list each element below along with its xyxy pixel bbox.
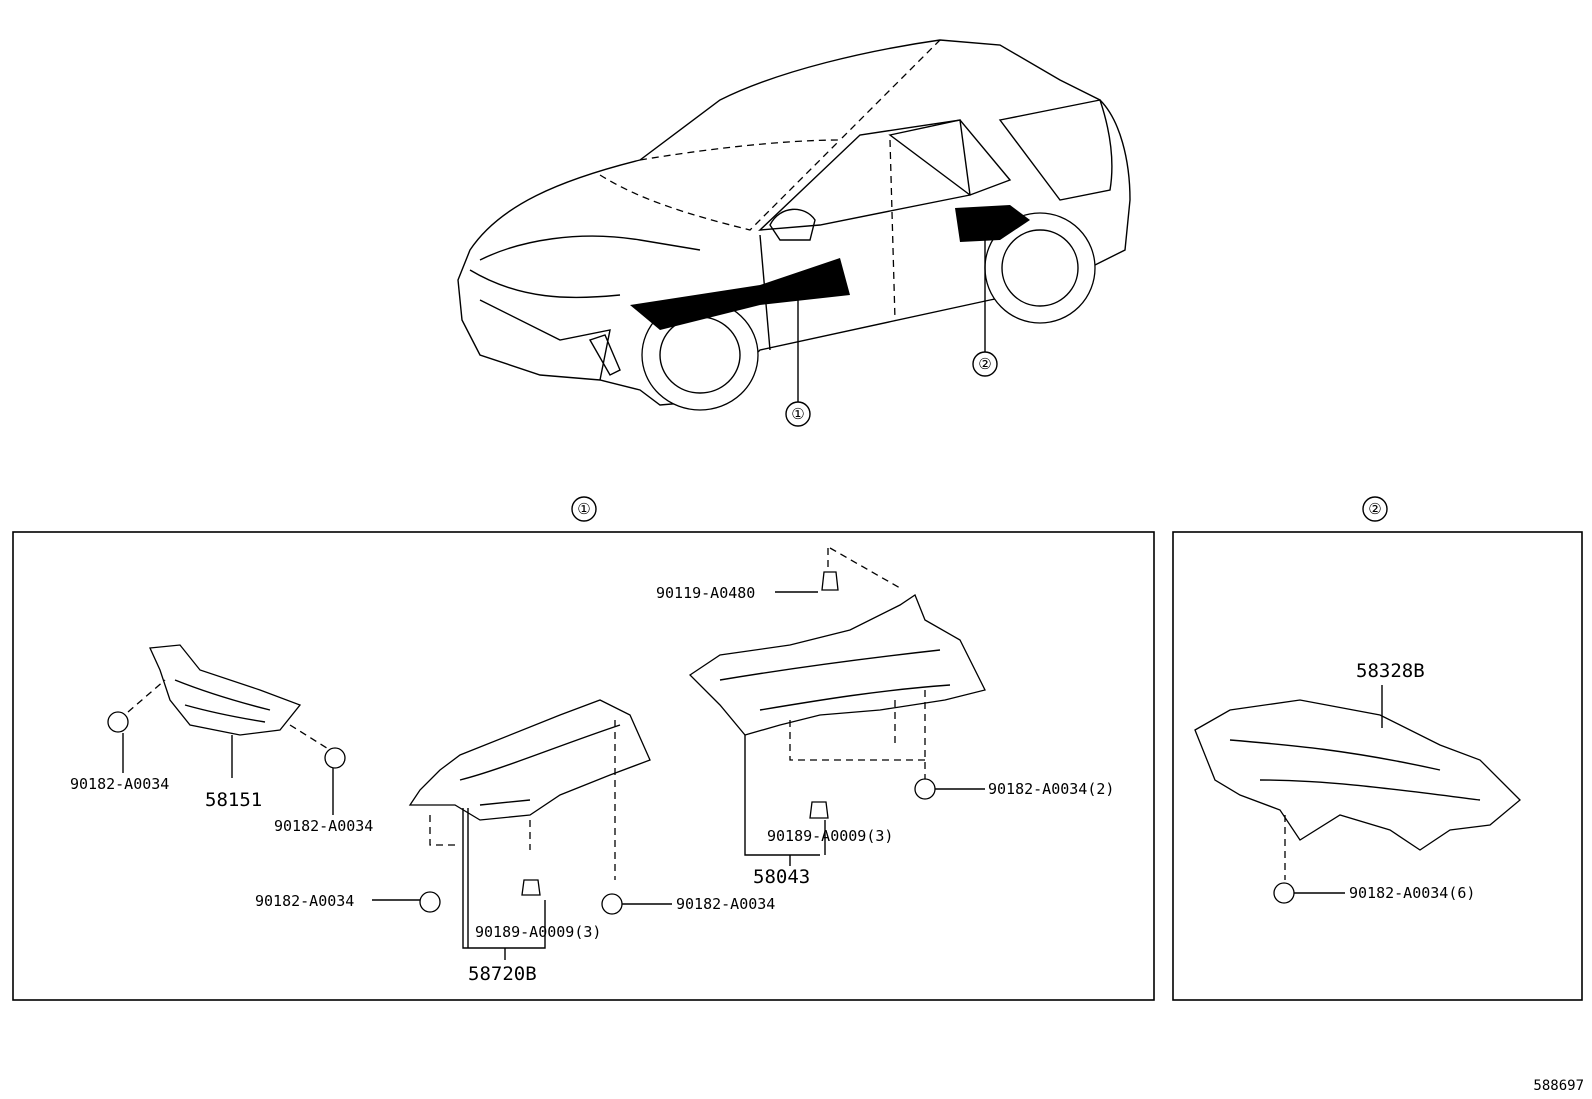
clip-58720B-mid-icon xyxy=(521,879,541,896)
vehicle-rear-window xyxy=(888,119,1012,196)
dash-58151-right xyxy=(289,724,331,751)
part-58328B-group: 58328B 90182-A0034(6) xyxy=(1194,660,1521,904)
vehicle-foglight xyxy=(588,334,621,376)
part-58043-shape xyxy=(688,594,986,736)
vehicle-rear-wheel-rim xyxy=(1001,229,1079,307)
vehicle-bumper xyxy=(479,299,611,381)
vehicle-overview: ① ② xyxy=(457,39,1131,427)
panel-1-marker-circle xyxy=(571,496,597,522)
part-58151-group: 90182-A0034 58151 90182-A0034 xyxy=(70,644,373,835)
label-clip-58151-left: 90182-A0034 xyxy=(70,775,169,793)
vehicle-door-line xyxy=(889,139,896,321)
vehicle-grille-top xyxy=(469,269,621,299)
clip-58328B-icon xyxy=(1273,882,1295,904)
vehicle-front-window xyxy=(758,119,971,231)
label-clip-58328B: 90182-A0034(6) xyxy=(1349,884,1475,902)
panel-2-marker: ② xyxy=(1368,500,1381,518)
panel-1-marker: ① xyxy=(577,500,590,518)
clip-58151-right-icon xyxy=(324,747,346,769)
label-clip-58720B-right: 90182-A0034 xyxy=(676,895,775,913)
bolt-58043-icon xyxy=(821,571,839,591)
clip-58043-right-icon xyxy=(914,778,936,800)
panel-2-frame xyxy=(1172,531,1583,1001)
part-58720B-group: 90182-A0034 90189-A0009(3) 90182-A0034 5… xyxy=(255,699,775,985)
callout-2-circle xyxy=(972,351,998,377)
panel-2-marker-circle xyxy=(1362,496,1388,522)
part-58043-group: 90119-A0480 90189-A0009(3) 90182-A0034(2… xyxy=(656,547,1114,888)
part-58328B-detail xyxy=(1229,739,1481,801)
label-clip-58720B-mid: 90189-A0009(3) xyxy=(475,923,601,941)
label-58151: 58151 xyxy=(205,789,262,811)
part-58043-detail xyxy=(719,649,951,711)
label-clip-58043-right: 90182-A0034(2) xyxy=(988,780,1114,798)
clip-58720B-left-icon xyxy=(419,891,441,913)
vehicle-windshield-line xyxy=(599,139,841,231)
part-58151-shape xyxy=(149,644,302,736)
clip-58720B-right-icon xyxy=(601,893,623,915)
label-clip-58720B-left: 90182-A0034 xyxy=(255,892,354,910)
panel-1-frame xyxy=(12,531,1155,1001)
part-58328B-shape xyxy=(1194,699,1521,851)
label-clip-58151-right: 90182-A0034 xyxy=(274,817,373,835)
leader-58043-bracket xyxy=(744,735,826,866)
label-58043: 58043 xyxy=(753,866,810,888)
label-bolt-58043: 90119-A0480 xyxy=(656,584,755,602)
callout-1-text: ① xyxy=(791,405,804,423)
vehicle-shaded-area-1 xyxy=(630,258,850,330)
callout-2-text: ② xyxy=(978,355,991,373)
dash-58151-left xyxy=(127,679,166,713)
dash-58043 xyxy=(789,547,926,790)
dash-58720B xyxy=(429,720,616,880)
figure-number: 588697 xyxy=(1533,1078,1584,1094)
clip-58151-left-icon xyxy=(107,711,129,733)
part-58720B-shape xyxy=(408,699,651,821)
vehicle-shaded-area-2 xyxy=(955,205,1030,242)
label-58328B: 58328B xyxy=(1356,660,1425,682)
label-clip-58043-mid: 90189-A0009(3) xyxy=(767,827,893,845)
clip-58043-mid-icon xyxy=(809,801,829,819)
label-58720B: 58720B xyxy=(468,963,537,985)
leader-58720B-bracket xyxy=(462,808,546,960)
part-58151-detail xyxy=(174,679,271,723)
part-58720B-detail xyxy=(459,724,621,806)
callout-1-circle xyxy=(785,401,811,427)
vehicle-hood-line xyxy=(479,235,701,261)
vehicle-rear-quarter xyxy=(998,99,1113,201)
vehicle-roof-line xyxy=(639,39,941,161)
vehicle-mirror xyxy=(769,208,816,241)
